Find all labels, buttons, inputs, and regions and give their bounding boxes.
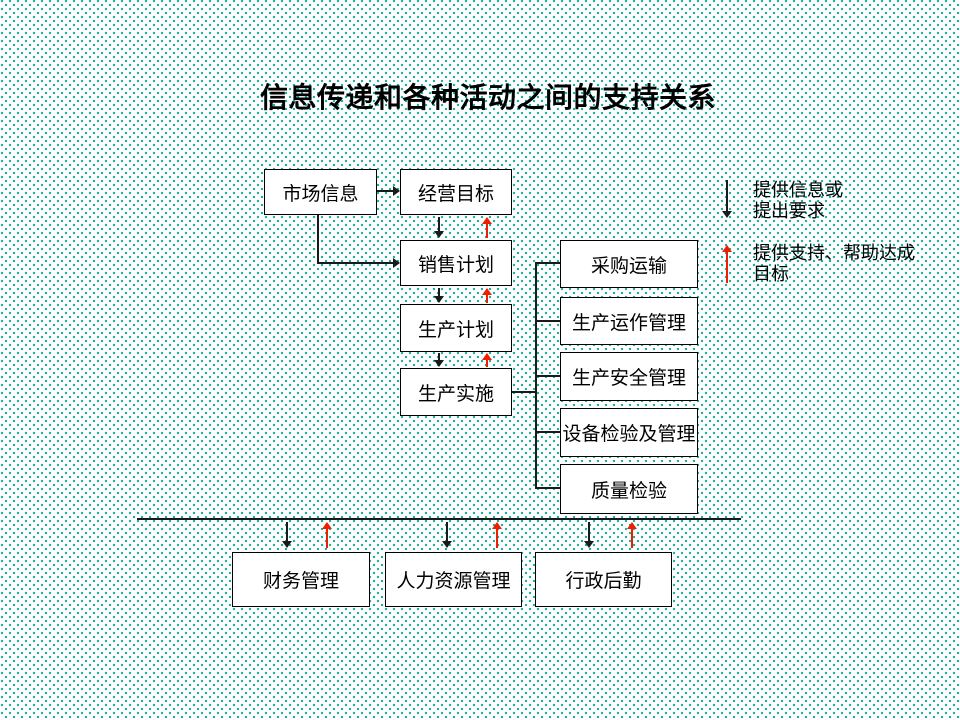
support-box-operations-mgmt: 生产运作管理 <box>560 297 698 345</box>
connector-impl-to-branch <box>512 391 537 393</box>
legend-support-label: 提供支持、帮助达成 目标 <box>753 243 915 284</box>
right-arrow-market-to-goal <box>377 185 400 197</box>
dept-box-hr: 人力资源管理 <box>385 552 522 607</box>
info-down-arrow <box>281 522 293 548</box>
info-down-arrow <box>433 353 445 367</box>
separator-line <box>137 518 741 520</box>
support-box-equipment-inspection: 设备检验及管理 <box>560 408 698 457</box>
flow-box-sales-plan: 销售计划 <box>400 240 512 286</box>
flow-box-production-impl: 生产实施 <box>400 368 512 416</box>
legend-info-label: 提供信息或 提出要求 <box>753 180 843 221</box>
branch-stub-line <box>535 487 560 489</box>
branch-stub-line <box>535 431 560 433</box>
branch-stub-line <box>535 375 560 377</box>
support-box-procurement-transport: 采购运输 <box>560 240 698 288</box>
flow-box-production-plan: 生产计划 <box>400 304 512 352</box>
info-down-arrow <box>433 288 445 303</box>
flow-box-market-info: 市场信息 <box>264 169 377 215</box>
dept-box-finance: 财务管理 <box>232 552 370 607</box>
info-down-arrow <box>433 217 445 238</box>
support-box-quality-inspection: 质量检验 <box>560 464 698 514</box>
branch-stub-line <box>535 320 560 322</box>
flow-box-business-goal: 经营目标 <box>400 169 512 215</box>
support-up-arrow <box>491 522 503 548</box>
dept-box-admin-logistics: 行政后勤 <box>535 552 672 607</box>
support-up-arrow <box>481 288 493 303</box>
legend-info-down-arrow-icon <box>721 180 733 218</box>
support-up-arrow <box>626 522 638 548</box>
slide-title: 信息传递和各种活动之间的支持关系 <box>259 82 716 113</box>
support-up-arrow <box>481 217 493 238</box>
branch-stub-line <box>535 262 560 264</box>
legend-support-up-arrow-icon <box>721 245 733 283</box>
right-arrow-market-to-sales <box>317 257 400 269</box>
info-down-arrow <box>583 522 595 548</box>
support-box-safety-mgmt: 生产安全管理 <box>560 352 698 401</box>
support-up-arrow <box>481 353 493 367</box>
support-up-arrow <box>321 522 333 548</box>
info-down-arrow <box>441 522 453 548</box>
connector-market-elbow-vertical <box>317 215 319 264</box>
